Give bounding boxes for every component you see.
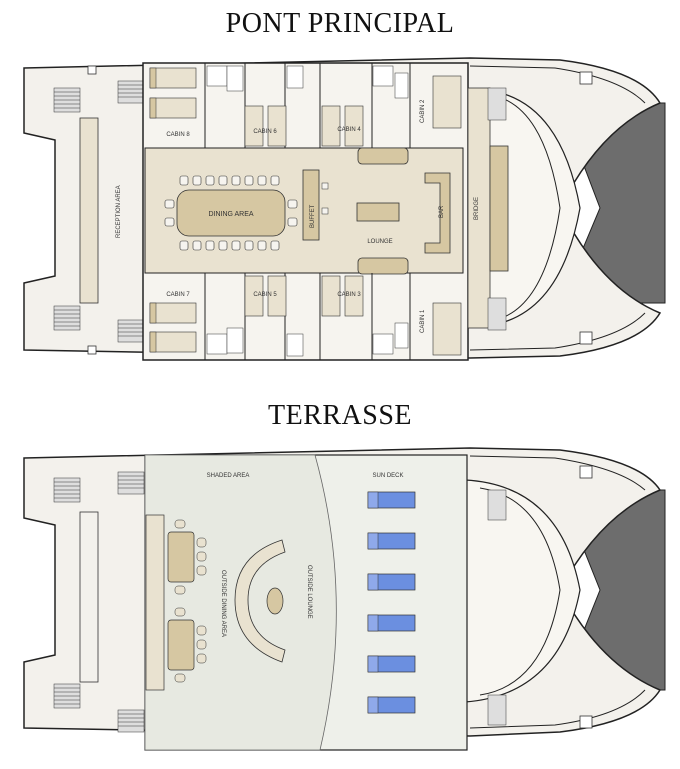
sun-deck-label: SUN DECK [372, 473, 403, 479]
sunbed-headrest [367, 491, 379, 509]
sun-deck-plan: SHADED AREA SUN DECK OUTSIDE DINING AREA… [23, 447, 666, 751]
outside-lounge-table [266, 587, 284, 615]
main-deck-title: PONT PRINCIPAL [225, 8, 455, 39]
cabin-7-label: CABIN 7 [166, 292, 190, 298]
reception-counter [79, 117, 99, 304]
outside-lounge-label: OUTSIDE LOUNGE [306, 565, 312, 619]
sunbed-headrest [367, 696, 379, 714]
sunbed-headrest [367, 614, 379, 632]
dining-table [176, 189, 286, 237]
outside-dining-chairs [174, 519, 207, 683]
dining-area-label: DINING AREA [208, 211, 253, 218]
top-cabin-walls [204, 63, 411, 148]
bridge-label: BRIDGE [474, 197, 480, 220]
cabin-4-label: CABIN 4 [337, 127, 361, 133]
bridge-windscreen [484, 89, 581, 327]
top-bathrooms [206, 65, 409, 99]
outside-lounge-sofa [234, 539, 286, 663]
stairs-aft-bottom [53, 305, 145, 343]
main-deck-plan: RECEPTION AREA DINING AREA BUFFET LOUNGE… [23, 57, 666, 361]
lounge-label: LOUNGE [367, 239, 392, 245]
top-beds [149, 67, 462, 147]
bottom-bathrooms [206, 322, 409, 357]
lounge-table [356, 202, 400, 222]
sun-windscreen [464, 479, 581, 703]
bottom-cabin-walls [204, 273, 411, 360]
buffet-label: BUFFET [310, 204, 316, 228]
sunbed-headrest [367, 655, 379, 673]
buffet-counter [302, 169, 320, 241]
sunbed-headrest [367, 532, 379, 550]
cabin-5-label: CABIN 5 [253, 292, 277, 298]
cabin-1-label: CABIN 1 [420, 309, 426, 333]
outside-buffet [145, 514, 165, 691]
bottom-beds [149, 275, 462, 356]
cabin-6-label: CABIN 6 [253, 129, 277, 135]
lounge-sofa-bottom [357, 257, 409, 275]
reception-area-label: RECEPTION AREA [116, 185, 122, 238]
outside-table-2 [167, 619, 195, 671]
bar-counter [424, 172, 451, 254]
cabin-3-label: CABIN 3 [337, 292, 361, 298]
bar-label: BAR [439, 205, 445, 218]
sunbed-headrest [367, 573, 379, 591]
outside-dining-label: OUTSIDE DINING AREA [220, 570, 226, 637]
shaded-area-label: SHADED AREA [207, 473, 250, 479]
cabin-8-label: CABIN 8 [166, 132, 190, 138]
dining-chairs [164, 175, 298, 251]
sunbeds [367, 491, 416, 714]
sun-stairs [53, 471, 507, 733]
stairs-aft-top [53, 80, 145, 113]
outside-table-1 [167, 531, 195, 583]
sun-deck-title: TERRASSE [267, 400, 413, 431]
cabin-2-label: CABIN 2 [420, 99, 426, 123]
lounge-sofa-top [357, 147, 409, 165]
